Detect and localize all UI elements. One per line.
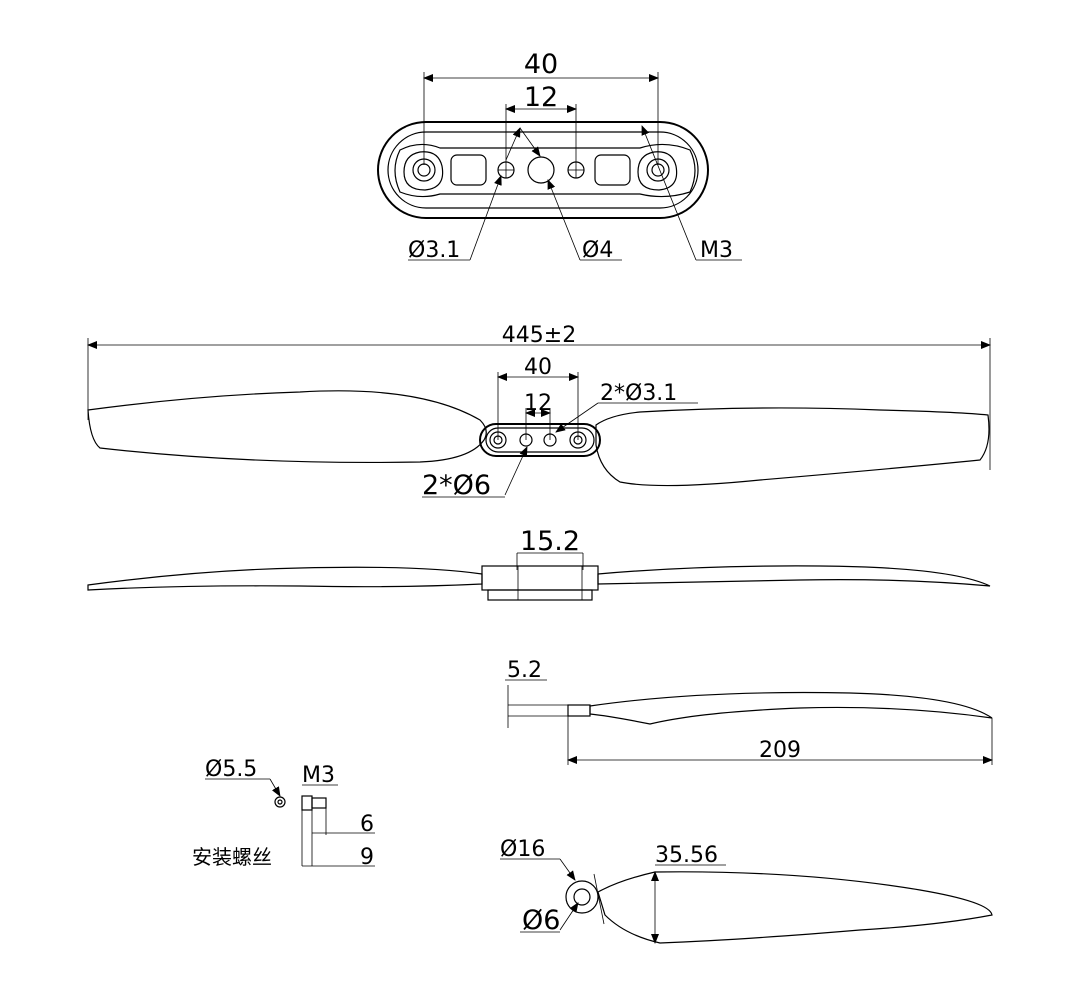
root-dim-35-56-label: 35.56 [655,843,718,868]
screw-m3-label: M3 [302,763,335,788]
side-right-blade [597,565,991,587]
screw-head-icon [274,796,286,808]
dim-445-label: 445±2 [502,323,576,348]
propeller-side-view: 15.2 [87,526,991,601]
plan-holes-3-1-label: 2*Ø3.1 [600,381,677,406]
hole-3-1-right [567,161,585,179]
blade-dim-5-2-label: 5.2 [507,658,542,683]
screw-head-side [301,795,313,811]
hole-4-label: Ø4 [582,238,613,263]
root-outer-ring [565,880,599,914]
side-hub [481,565,599,591]
plan-dim-12-label: 12 [524,391,552,416]
screw-caption: 安装螺丝 [192,845,272,869]
dim-12-label: 12 [524,82,558,113]
center-hole [527,156,555,184]
m3-label: M3 [700,238,733,263]
pocket-right [594,154,631,186]
right-blade [595,407,990,487]
hub-top-view: 40 12 Ø3.1 Ø4 M3 [377,49,742,263]
pocket-left [450,154,487,186]
blade-side-profile [589,691,993,725]
hub-inner-outline [387,131,699,209]
blade-side-view: 5.2 209 [505,658,993,765]
root-blade-outline [597,871,993,944]
blade-dim-209-label: 209 [759,738,801,763]
screw-shank [311,797,327,809]
hole-3-1-label: Ø3.1 [408,238,460,263]
plan-dim-40-label: 40 [524,355,552,380]
left-blade [87,390,487,464]
hole-3-1-left [497,161,515,179]
hub-outline [377,121,709,219]
m3-hole-left [403,151,444,191]
blade-root-view: Ø16 Ø6 35.56 [500,837,993,944]
screw-dim-6-label: 6 [360,812,374,837]
root-dim-6-label: Ø6 [522,905,560,936]
hub-recess [394,143,696,198]
side-left-blade [87,566,483,591]
screw-dim-5-5-label: Ø5.5 [205,757,257,782]
m3-hole-right [637,151,678,191]
screw-dim-9-label: 9 [360,845,374,870]
propeller-plan-view: 445±2 40 12 2*Ø3.1 2*Ø6 [87,323,991,501]
root-inner-hole [573,888,591,906]
screw-view: Ø5.5 M3 6 9 安装螺丝 [192,757,375,870]
plan-holes-6-label: 2*Ø6 [422,470,491,501]
plan-hub [479,423,601,457]
side-dim-15-2-label: 15.2 [520,526,580,557]
root-dim-16-label: Ø16 [500,837,545,862]
dim-40-label: 40 [524,49,558,80]
